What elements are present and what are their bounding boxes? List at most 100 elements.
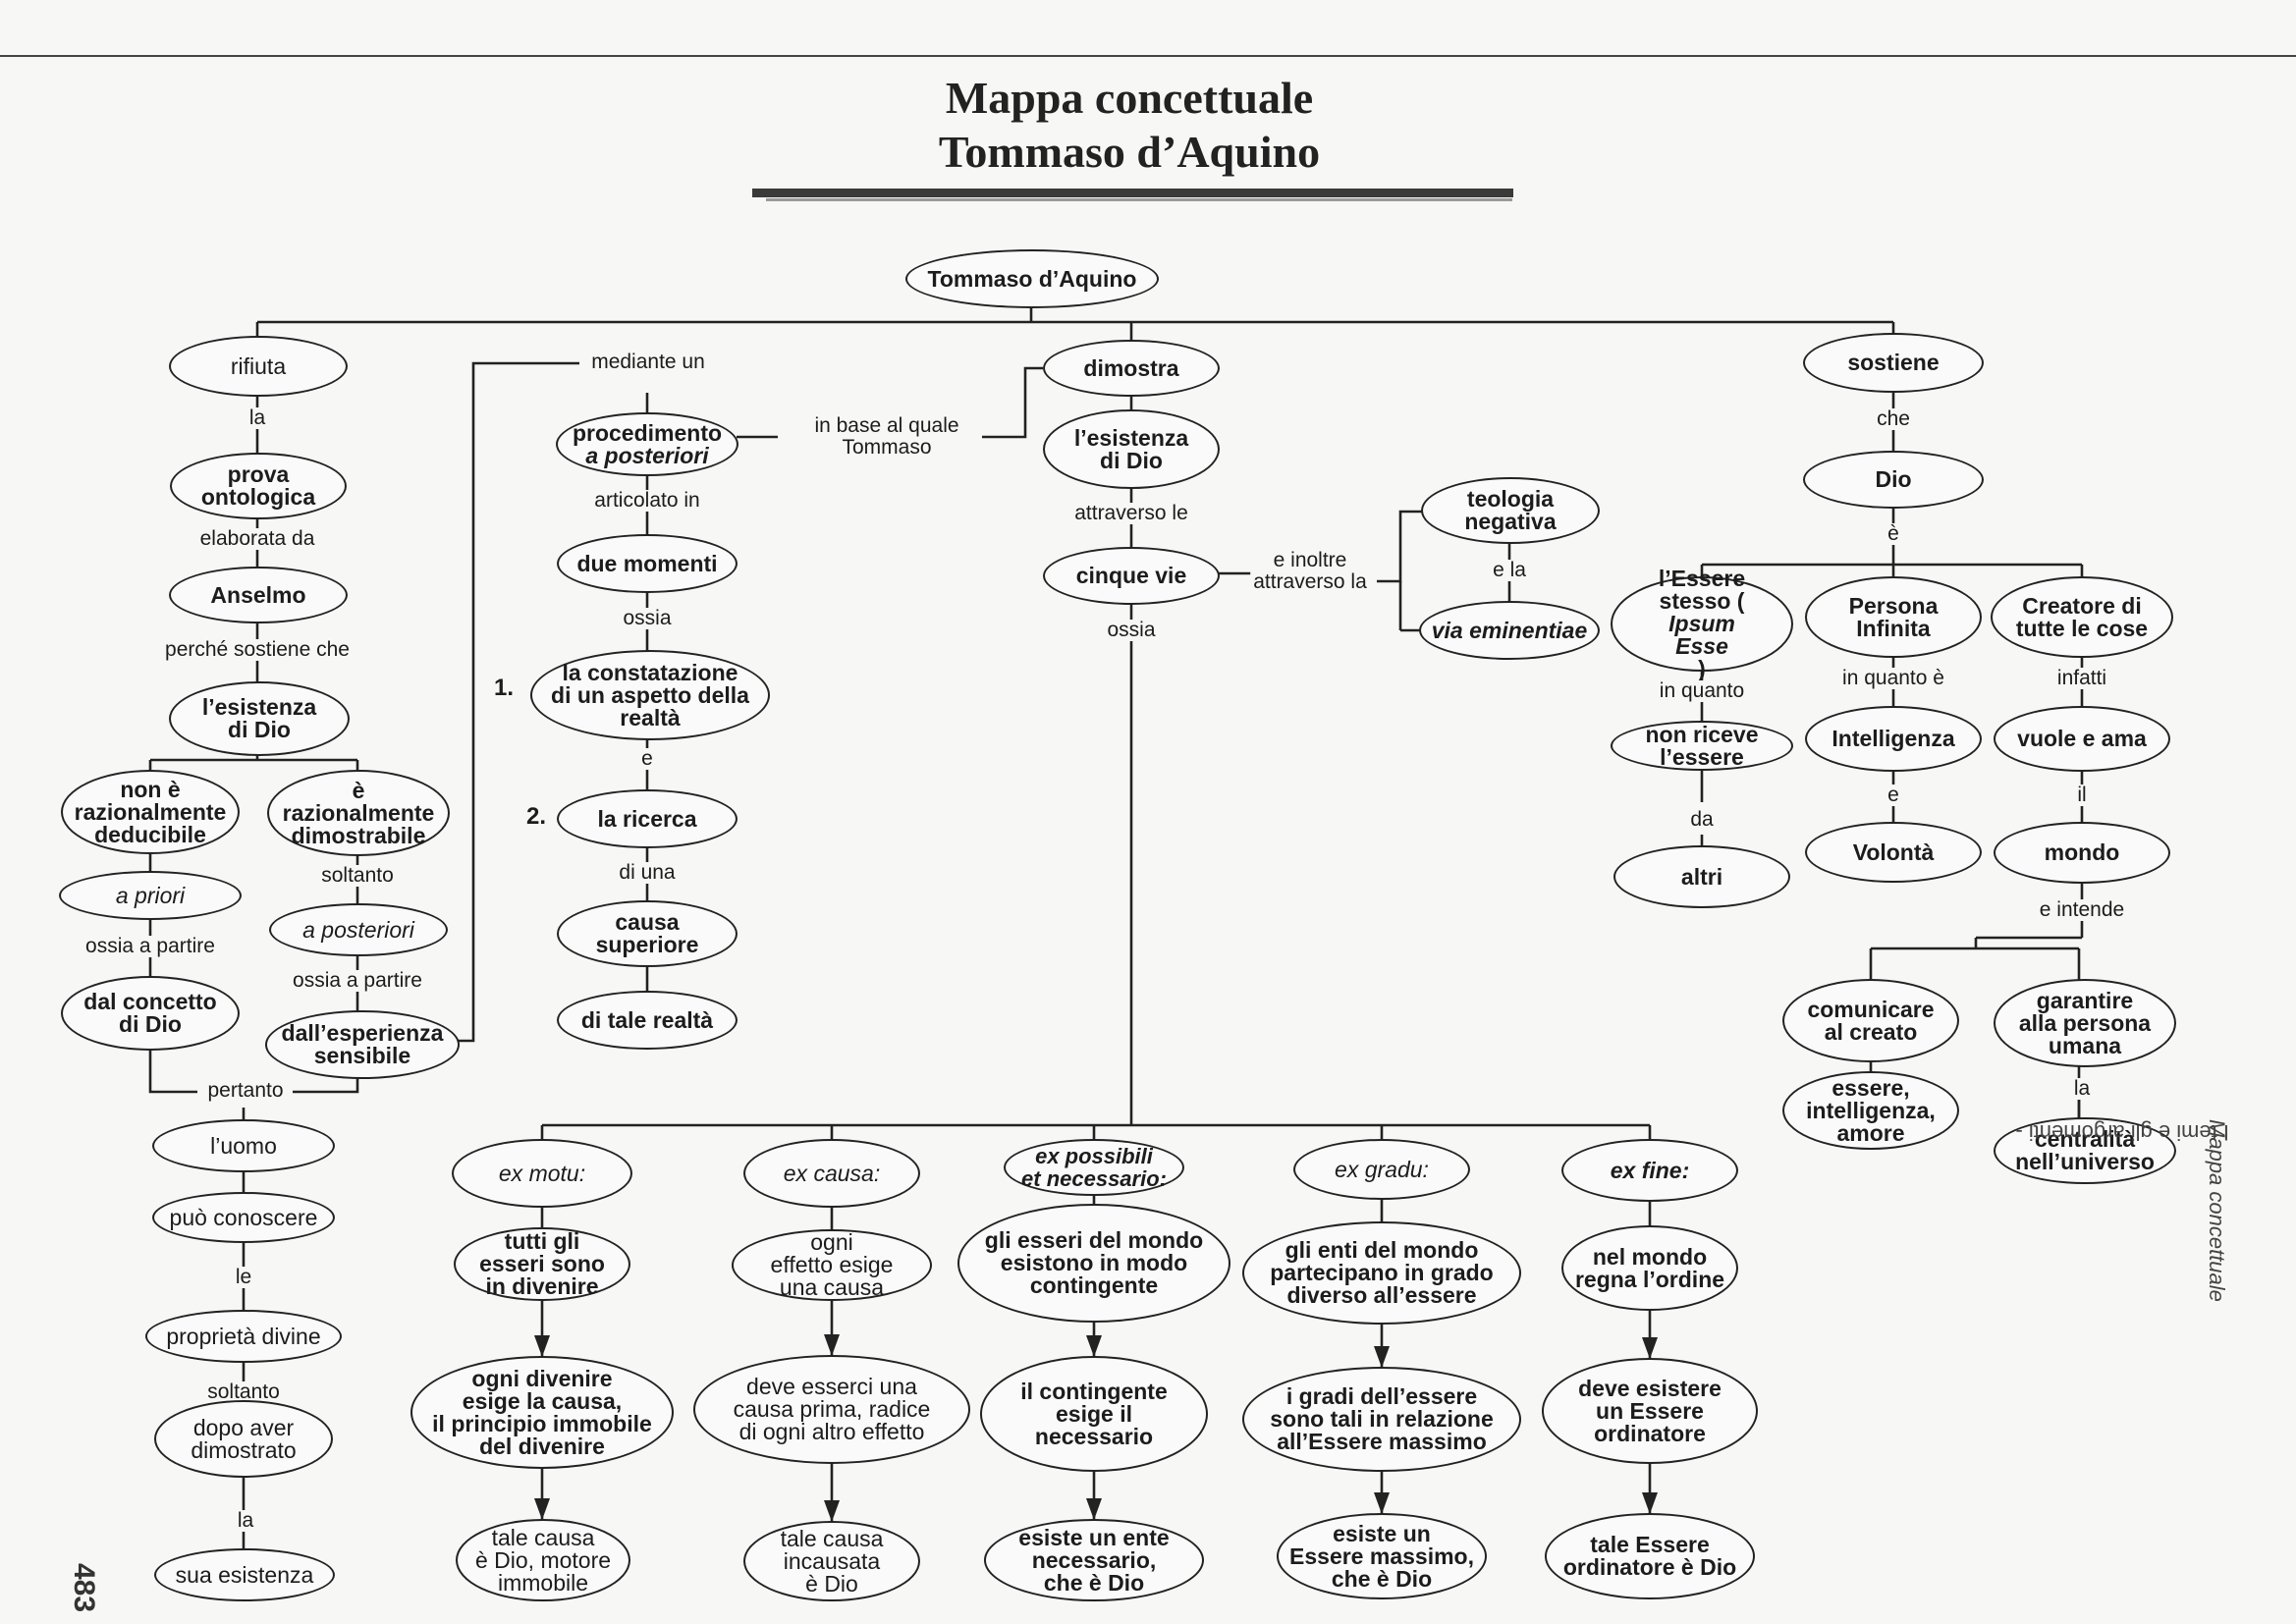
title-underline xyxy=(752,189,1513,197)
link-e-3: e xyxy=(1885,785,1902,806)
link-ossia-2: ossia xyxy=(1104,620,1159,641)
link-elaborata-da: elaborata da xyxy=(196,528,318,550)
node-fine-b: deve esistere un Essere ordinatore xyxy=(1542,1358,1758,1464)
link-in-quanto-e: in quanto è xyxy=(1839,668,1947,689)
node-via-eminentiae: via eminentiae xyxy=(1419,601,1600,660)
link-ossia-a-partire-2: ossia a partire xyxy=(290,970,425,992)
node-dal-concetto: dal concetto di Dio xyxy=(61,976,240,1051)
node-gradu-a: gli enti del mondo partecipano in grado … xyxy=(1242,1221,1521,1325)
node-esistenza-left: l’esistenza di Dio xyxy=(169,681,350,756)
node-essere-stesso: l’Essere stesso (Ipsum Esse) xyxy=(1611,568,1793,680)
node-non-riceve: non riceve l’essere xyxy=(1611,721,1793,771)
node-gradu-c: esiste un Essere massimo, che è Dio xyxy=(1277,1513,1487,1599)
node-poss-b: il contingente esige il necessario xyxy=(980,1356,1208,1472)
side-caption-normal: I temi e gli argomenti - xyxy=(2015,1120,2229,1145)
node-creatore: Creatore di tutte le cose xyxy=(1991,576,2173,658)
node-essere-intelligenza-amore: essere, intelligenza, amore xyxy=(1782,1071,1959,1150)
link-in-quanto: in quanto xyxy=(1656,680,1748,702)
link-in-base-al-quale: in base al quale Tommaso xyxy=(811,415,962,459)
node-esistenza-mid: l’esistenza di Dio xyxy=(1043,409,1220,489)
step-number-1: 1. xyxy=(494,675,515,701)
node-mondo: mondo xyxy=(1994,822,2170,884)
node-gradu-b: i gradi dell’essere sono tali in relazio… xyxy=(1242,1367,1521,1472)
link-ossia-1: ossia xyxy=(620,608,675,629)
node-prova-ontologica: prova ontologica xyxy=(170,453,347,519)
link-ossia-a-partire-1: ossia a partire xyxy=(82,936,218,957)
node-vuole-e-ama: vuole e ama xyxy=(1994,706,2170,772)
side-caption: I temi e gli argomenti - Mappa concettua… xyxy=(2015,1119,2243,1581)
step-number-2: 2. xyxy=(526,803,547,830)
node-anselmo: Anselmo xyxy=(169,567,348,623)
node-a-priori: a priori xyxy=(59,871,242,920)
node-dopo-aver: dopo aver dimostrato xyxy=(154,1400,333,1478)
title-line-2: Tommaso d’Aquino xyxy=(938,127,1321,177)
node-rifiuta: rifiuta xyxy=(169,336,348,397)
top-rule xyxy=(0,55,2296,57)
node-fine-a: nel mondo regna l’ordine xyxy=(1561,1225,1738,1311)
node-a-posteriori-left: a posteriori xyxy=(269,903,448,956)
node-garantire: garantire alla persona umana xyxy=(1994,979,2176,1067)
node-ex-fine: ex fine: xyxy=(1561,1139,1738,1202)
link-di-una: di una xyxy=(616,862,679,884)
node-puo-conoscere: può conoscere xyxy=(152,1192,335,1243)
node-di-tale-realta: di tale realtà xyxy=(557,991,738,1050)
link-e-intende: e intende xyxy=(2036,899,2128,921)
link-infatti: infatti xyxy=(2053,668,2110,689)
link-la-3: la xyxy=(2070,1078,2094,1100)
node-ex-possibili: ex possibili et necessario: xyxy=(1004,1139,1184,1196)
node-cinque-vie: cinque vie xyxy=(1043,547,1220,605)
node-persona-infinita: Persona Infinita xyxy=(1805,576,1982,658)
node-causa-superiore: causa superiore xyxy=(557,900,738,967)
link-e-2: è xyxy=(1885,523,1902,545)
link-e-inoltre: e inoltre attraverso la xyxy=(1250,550,1370,593)
link-e-1: e xyxy=(638,748,656,770)
link-da: da xyxy=(1687,809,1717,831)
node-motu-c: tale causa è Dio, motore immobile xyxy=(456,1519,630,1601)
procedimento-line-2: a posteriori xyxy=(585,442,709,468)
node-dimostrabile: è razionalmente dimostrabile xyxy=(267,770,450,856)
node-dimostra: dimostra xyxy=(1043,340,1220,397)
title-line-1: Mappa concettuale xyxy=(945,73,1314,123)
side-caption-italic: Mappa concettuale xyxy=(2205,1119,2229,1302)
node-centralita: centralità nell’universo xyxy=(1994,1117,2176,1184)
node-esperienza-sensibile: dall’esperienza sensibile xyxy=(265,1010,460,1079)
link-il: il xyxy=(2074,785,2090,806)
link-la-2: la xyxy=(234,1510,257,1532)
node-poss-a: gli esseri del mondo esistono in modo co… xyxy=(957,1204,1230,1323)
node-altri: altri xyxy=(1613,845,1790,908)
link-attraverso-le: attraverso le xyxy=(1071,503,1191,524)
link-articolato-in: articolato in xyxy=(591,490,703,512)
node-causa-c: tale causa incausata è Dio xyxy=(743,1521,920,1601)
essere-stesso-part-3: ) xyxy=(1698,656,1706,681)
node-proprieta-divine: proprietà divine xyxy=(145,1310,342,1363)
node-due-momenti: due momenti xyxy=(557,534,738,593)
node-sua-esistenza: sua esistenza xyxy=(154,1548,335,1601)
node-ex-gradu: ex gradu: xyxy=(1293,1139,1470,1200)
procedimento-line-1: procedimento xyxy=(572,419,723,446)
link-pertanto: pertanto xyxy=(204,1080,287,1102)
node-intelligenza: Intelligenza xyxy=(1805,706,1982,772)
root-node: Tommaso d’Aquino xyxy=(905,249,1159,308)
node-la-ricerca: la ricerca xyxy=(557,789,738,848)
node-comunicare: comunicare al creato xyxy=(1782,979,1959,1062)
link-le: le xyxy=(232,1267,255,1288)
link-la-1: la xyxy=(246,407,269,429)
link-e-la: e la xyxy=(1490,560,1529,581)
link-mediante-un: mediante un xyxy=(588,352,708,373)
essere-stesso-part-2: Ipsum Esse xyxy=(1668,611,1735,659)
page-number: 483 xyxy=(68,1562,101,1613)
node-ex-causa: ex causa: xyxy=(743,1139,920,1208)
link-soltanto-1: soltanto xyxy=(318,865,397,887)
node-poss-c: esiste un ente necessario, che è Dio xyxy=(984,1519,1204,1601)
node-constatazione: la constatazione di un aspetto della rea… xyxy=(530,650,770,740)
title-underline-shadow xyxy=(766,198,1512,201)
essere-stesso-part-1: l’Essere stesso ( xyxy=(1658,566,1746,614)
link-perche-sostiene: perché sostiene che xyxy=(162,639,353,661)
arrowheads xyxy=(534,1334,1658,1522)
node-motu-a: tutti gli esseri sono in divenire xyxy=(454,1227,630,1301)
node-motu-b: ogni divenire esige la causa, il princip… xyxy=(410,1356,674,1469)
node-uomo: l’uomo xyxy=(152,1119,335,1172)
link-soltanto-2: soltanto xyxy=(204,1381,283,1403)
node-volonta: Volontà xyxy=(1805,822,1982,883)
